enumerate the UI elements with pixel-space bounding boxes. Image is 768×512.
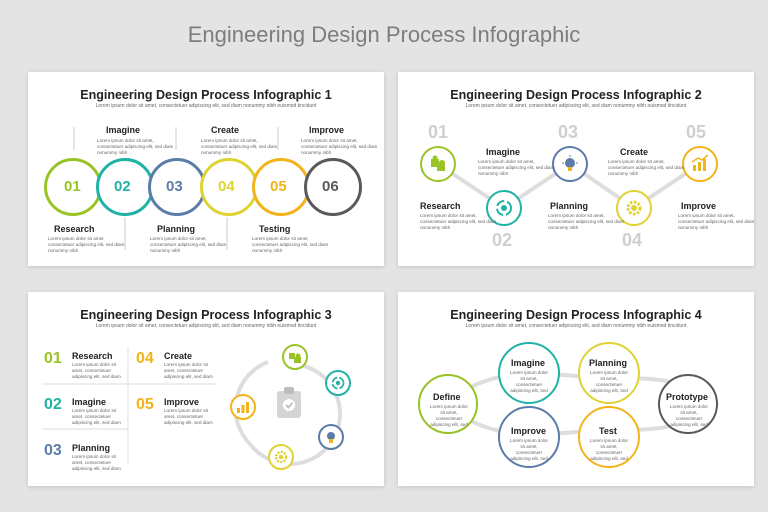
- step-label-testing: Testing: [259, 224, 291, 234]
- card-subtitle: Lorem ipsum dolor sit amet, consectetuer…: [465, 103, 687, 109]
- stage-circle-imagine: [498, 342, 560, 404]
- cycle-icon: [496, 200, 512, 216]
- step-number-2: 02: [492, 230, 513, 250]
- card-title: Engineering Design Process Infographic 3: [80, 308, 332, 322]
- step-label-research: Research: [72, 351, 113, 361]
- card-subtitle: Lorem ipsum dolor sit amet, consectetuer…: [95, 103, 317, 109]
- puzzle-icon: [289, 353, 301, 363]
- card-title: Engineering Design Process Infographic 4: [450, 308, 702, 322]
- step-label-improve: Improve: [309, 125, 345, 135]
- step-circle-1: [44, 158, 102, 216]
- step-text: Lorem ipsum dolor sit amet, consectetuer…: [164, 408, 213, 425]
- stage-circle-improve: [498, 406, 560, 468]
- step-text: Lorem ipsum dolor sit amet, consectetuer…: [678, 213, 754, 230]
- step-circle-1: [282, 344, 308, 370]
- stage-text: Lorem ipsum dolor sit amet, consectetuer…: [589, 370, 629, 393]
- step-number-3: 03: [558, 122, 579, 142]
- gear-icon: [274, 450, 288, 464]
- step-label-improve: Improve: [164, 397, 200, 407]
- stage-label-improve: Improve: [511, 426, 547, 436]
- step-number-4: 04: [136, 350, 154, 367]
- chart-icon: [691, 154, 709, 171]
- step-text: Lorem ipsum dolor sit amet, consectetuer…: [548, 213, 625, 230]
- step-number-5: 05: [136, 396, 154, 413]
- step-number-4: 04: [622, 230, 643, 250]
- step-label-create: Create: [620, 147, 649, 157]
- step-text: Lorem ipsum dolor sit amet, consectetuer…: [420, 213, 497, 230]
- step-text: Lorem ipsum dolor sit amet, consectetuer…: [608, 159, 685, 176]
- step-circle-6: [304, 158, 362, 216]
- stage-label-define: Define: [433, 392, 461, 402]
- stage-circle-planning: [578, 342, 640, 404]
- stage-label-imagine: Imagine: [511, 358, 546, 368]
- step-number-1: 01: [44, 350, 62, 367]
- step-number-6: 06: [322, 178, 339, 195]
- step-number-1: 01: [428, 122, 449, 142]
- step-text: Lorem ipsum dolor sit amet, consectetuer…: [164, 362, 213, 379]
- card-title: Engineering Design Process Infographic 1: [80, 88, 332, 102]
- chart-icon: [237, 402, 249, 413]
- stage-circle-prototype: [658, 374, 718, 434]
- card-subtitle: Lorem ipsum dolor sit amet, consectetuer…: [465, 323, 687, 329]
- step-text: Lorem ipsum dolor sit amet, consectetuer…: [201, 138, 278, 155]
- step-label-research: Research: [420, 201, 461, 211]
- stage-label-prototype: Prototype: [666, 392, 709, 402]
- infographic-card-4: Engineering Design Process Infographic 4…: [398, 292, 754, 486]
- puzzle-icon: [431, 155, 445, 171]
- step-text: Lorem ipsum dolor sit amet, consectetuer…: [72, 454, 121, 471]
- stage-text: Lorem ipsum dolor sit amet, consectetuer…: [509, 370, 549, 393]
- stage-label-planning: Planning: [589, 358, 627, 368]
- step-text: Lorem ipsum dolor sit amet, consectetuer…: [252, 236, 329, 253]
- step-number-4: 04: [218, 178, 235, 195]
- connector-lines: [73, 127, 279, 250]
- step-label-create: Create: [211, 125, 240, 135]
- infographic-card-1: Engineering Design Process Infographic 1…: [28, 72, 384, 266]
- page-title: Engineering Design Process Infographic: [187, 22, 581, 47]
- step-number-1: 01: [64, 178, 81, 195]
- gear-icon: [626, 200, 642, 216]
- step-label-planning: Planning: [550, 201, 588, 211]
- stage-circle-test: [578, 406, 640, 468]
- step-text: Lorem ipsum dolor sit amet, consectetuer…: [72, 408, 121, 425]
- step-label-planning: Planning: [72, 443, 110, 453]
- step-label-imagine: Imagine: [486, 147, 521, 157]
- step-circle-3: [148, 158, 206, 216]
- infographic-card-3: Engineering Design Process Infographic 3…: [28, 292, 384, 486]
- step-number-2: 02: [44, 396, 62, 413]
- step-text: Lorem ipsum dolor sit amet, consectetuer…: [97, 138, 174, 155]
- step-circle-5: [252, 158, 310, 216]
- step-text: Lorem ipsum dolor sit amet, consectetuer…: [72, 362, 121, 379]
- infographic-card-2: Engineering Design Process Infographic 2…: [398, 72, 754, 266]
- step-text: Lorem ipsum dolor sit amet, consectetuer…: [478, 159, 555, 176]
- stage-text: Lorem ipsum dolor sit amet, consectetuer…: [509, 438, 549, 461]
- step-number-3: 03: [166, 178, 183, 195]
- stage-text: Lorem ipsum dolor sit amet, consectetuer…: [429, 404, 469, 427]
- card-title: Engineering Design Process Infographic 2: [450, 88, 702, 102]
- step-number-5: 05: [270, 178, 287, 195]
- step-number-2: 02: [114, 178, 131, 195]
- stage-label-test: Test: [599, 426, 617, 436]
- step-text: Lorem ipsum dolor sit amet, consectetuer…: [150, 236, 227, 253]
- step-number-5: 05: [686, 122, 707, 142]
- step-label-imagine: Imagine: [72, 397, 107, 407]
- step-label-imagine: Imagine: [106, 125, 141, 135]
- stage-text: Lorem ipsum dolor sit amet, consectetuer…: [589, 438, 629, 461]
- card-subtitle: Lorem ipsum dolor sit amet, consectetuer…: [95, 323, 317, 329]
- step-text: Lorem ipsum dolor sit amet, consectetuer…: [301, 138, 378, 155]
- lightbulb-icon: [327, 432, 335, 443]
- step-label-create: Create: [164, 351, 193, 361]
- lightbulb-icon: [562, 155, 578, 171]
- step-number-3: 03: [44, 442, 62, 459]
- stage-circle-define: [418, 374, 478, 434]
- clipboard-icon: [277, 387, 301, 418]
- step-label-improve: Improve: [681, 201, 717, 211]
- step-text: Lorem ipsum dolor sit amet, consectetuer…: [48, 236, 125, 253]
- step-circle-2: [325, 370, 351, 396]
- step-label-research: Research: [54, 224, 95, 234]
- cycle-icon: [331, 376, 345, 390]
- stage-text: Lorem ipsum dolor sit amet, consectetuer…: [669, 404, 709, 427]
- step-label-planning: Planning: [157, 224, 195, 234]
